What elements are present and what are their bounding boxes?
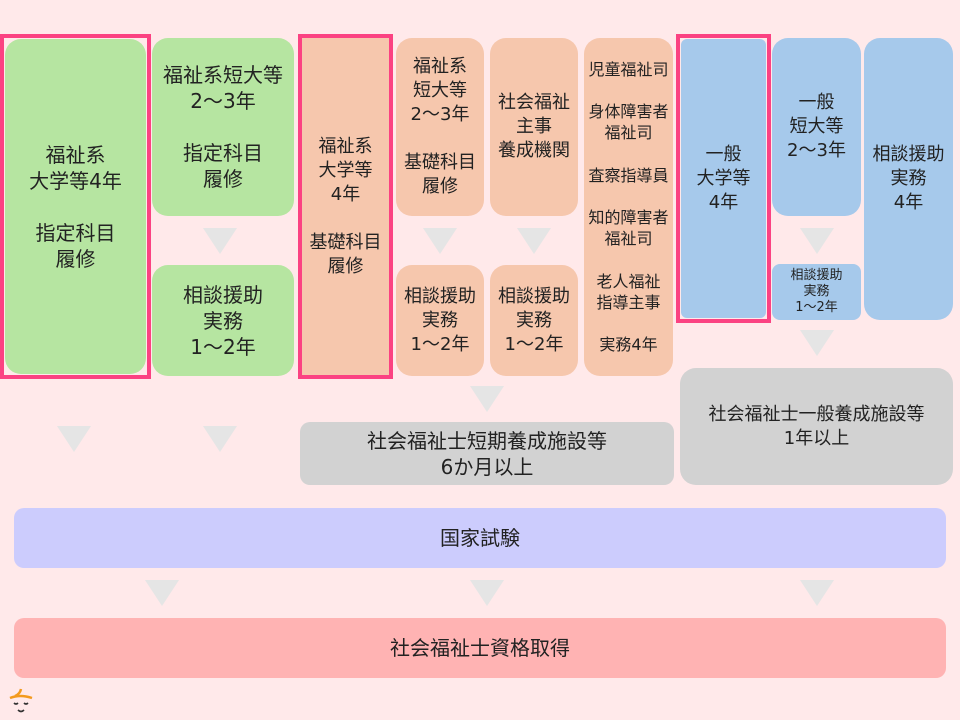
general-university-box: 一般 大学等 4年	[681, 39, 766, 318]
welfare-junior-practice-box: 相談援助 実務 1〜2年	[152, 265, 294, 376]
welfare-junior-basic-box: 福祉系 短大等 2〜3年 基礎科目 履修	[396, 38, 484, 216]
official-item: 査察指導員	[588, 165, 669, 185]
arrow-down-icon	[57, 426, 91, 452]
official-item: 身体障害者 福祉司	[588, 102, 669, 143]
highlight-frame	[0, 34, 151, 379]
general-junior-practice-box: 相談援助 実務 1〜2年	[772, 264, 861, 320]
short-course-box: 社会福祉士短期養成施設等 6か月以上	[300, 422, 674, 485]
highlight-frame	[676, 34, 771, 323]
arrow-down-icon	[423, 228, 457, 254]
welfare-junior-basic-practice-box: 相談援助 実務 1〜2年	[396, 265, 484, 376]
arrow-down-icon	[203, 426, 237, 452]
official-item: 児童福祉司	[588, 59, 669, 79]
qualification-box: 社会福祉士資格取得	[14, 618, 946, 678]
arrow-down-icon	[800, 228, 834, 254]
general-course-box: 社会福祉士一般養成施設等 1年以上	[680, 368, 953, 485]
national-exam-box: 国家試験	[14, 508, 946, 568]
practice-4yr-box: 相談援助 実務 4年	[864, 38, 953, 320]
official-item: 老人福祉 指導主事	[596, 271, 661, 312]
training-institution-box: 社会福祉 主事 養成機関	[490, 38, 578, 216]
arrow-down-icon	[800, 580, 834, 606]
highlight-frame	[298, 34, 393, 379]
face-logo-icon	[9, 688, 33, 713]
arrow-down-icon	[470, 580, 504, 606]
welfare-junior-college-box: 福祉系短大等 2〜3年 指定科目 履修	[152, 38, 294, 216]
welfare-university-basic-box: 福祉系 大学等 4年 基礎科目 履修	[302, 38, 389, 375]
arrow-down-icon	[145, 580, 179, 606]
officials-box: 児童福祉司 身体障害者 福祉司 査察指導員 知的障害者 福祉司 老人福祉 指導主…	[584, 38, 673, 376]
welfare-university-box: 福祉系 大学等4年 指定科目 履修	[5, 39, 146, 374]
official-item: 知的障害者 福祉司	[588, 208, 669, 249]
arrow-down-icon	[517, 228, 551, 254]
arrow-down-icon	[800, 330, 834, 356]
arrow-down-icon	[203, 228, 237, 254]
general-junior-college-box: 一般 短大等 2〜3年	[772, 38, 861, 216]
official-item: 実務4年	[599, 335, 658, 355]
training-institution-practice-box: 相談援助 実務 1〜2年	[490, 265, 578, 376]
arrow-down-icon	[470, 386, 504, 412]
